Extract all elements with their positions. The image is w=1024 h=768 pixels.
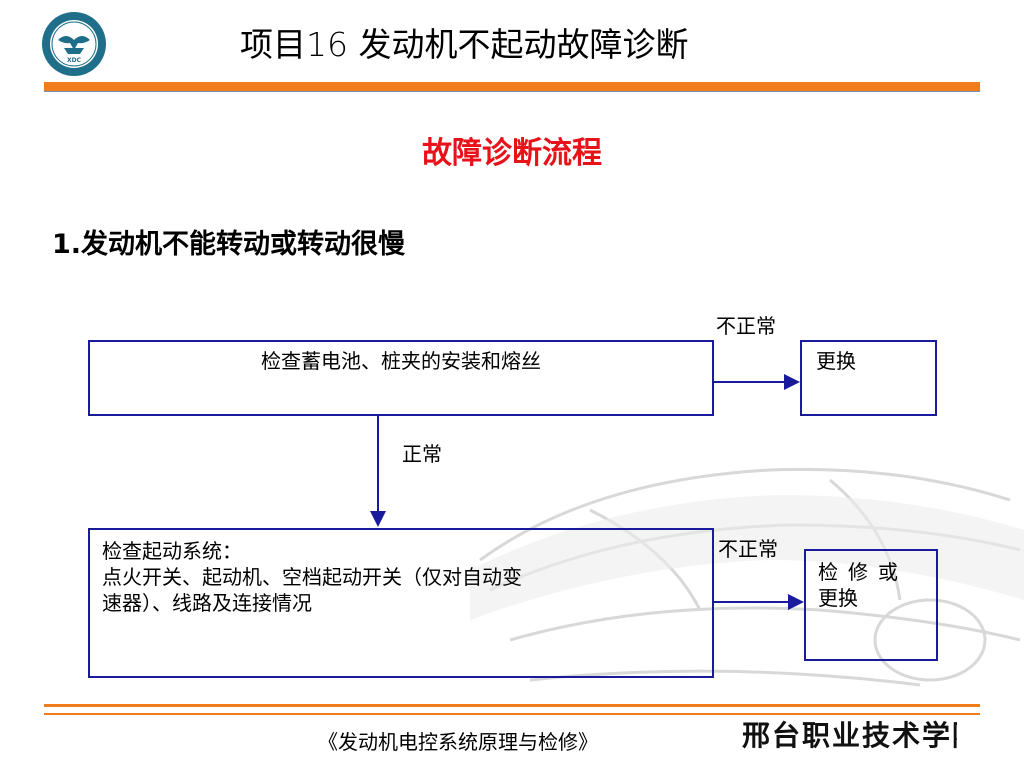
- starting-system-detail-1: 点火开关、起动机、空档起动开关（仅对自动变: [102, 565, 522, 589]
- car-sketch-background: [470, 467, 1024, 687]
- college-logo: XDC: [42, 12, 106, 76]
- footer-book-title: 《发动机电控系统原理与检修》: [318, 730, 598, 754]
- label-abnormal-1: 不正常: [716, 314, 776, 338]
- school-name-calligraphy: 邢台职业技术学院: [742, 719, 957, 752]
- check-battery-text: 检查蓄电池、桩夹的安装和熔丝: [261, 349, 541, 373]
- starting-system-detail-2: 速器）、线路及连接情况: [102, 591, 312, 615]
- header-divider-thin: [44, 91, 980, 92]
- replace-text-2: 更换: [818, 586, 858, 610]
- school-name-text: 邢台职业技术学院: [742, 719, 957, 752]
- header-divider: [44, 82, 980, 91]
- replace-text: 更换: [816, 349, 856, 373]
- label-normal: 正常: [402, 442, 442, 466]
- starting-system-heading: 检查起动系统：: [102, 539, 242, 563]
- repair-or-text: 检修或: [818, 560, 908, 584]
- step-title: 1.发动机不能转动或转动很慢: [52, 229, 406, 260]
- footer-divider-2: [44, 713, 980, 715]
- footer-divider-1: [44, 704, 980, 707]
- repair-or-replace-box: 检修或 更换: [804, 549, 938, 661]
- page-title: 项目16 发动机不起动故障诊断: [240, 25, 689, 64]
- check-starting-system-box: 检查起动系统： 点火开关、起动机、空档起动开关（仅对自动变 速器）、线路及连接情…: [88, 528, 714, 678]
- check-battery-box: 检查蓄电池、桩夹的安装和熔丝: [88, 340, 714, 416]
- label-abnormal-2: 不正常: [718, 537, 778, 561]
- logo-text: XDC: [67, 57, 82, 64]
- replace-box: 更换: [800, 340, 937, 416]
- section-title: 故障诊断流程: [422, 136, 602, 171]
